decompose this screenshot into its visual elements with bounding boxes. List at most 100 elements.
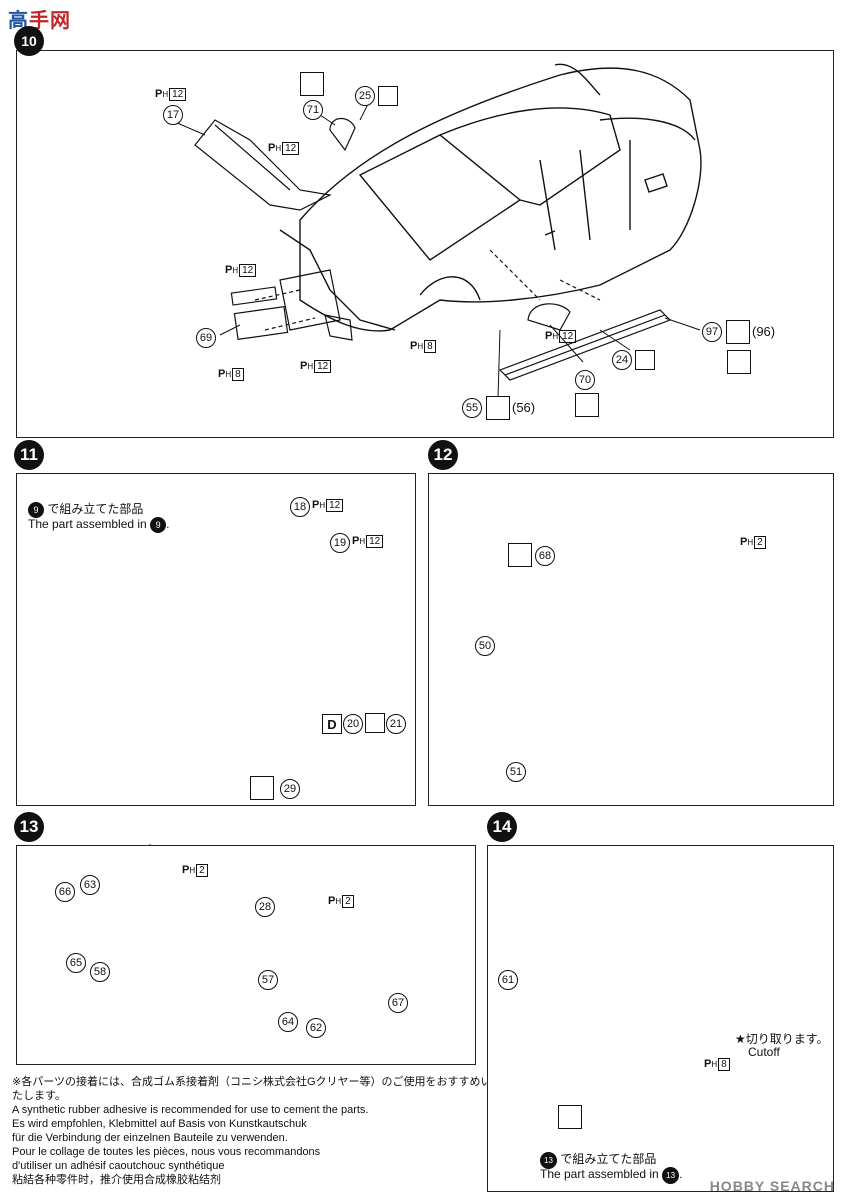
step-11-assembled-jp: で組み立てた部品 <box>47 502 144 516</box>
note-fr-2: d'utiliser un adhésif caoutchouc synthét… <box>12 1160 225 1172</box>
ph8-b-n: 8 <box>424 340 436 353</box>
cement-icon-a <box>726 320 750 344</box>
step-10-panel <box>16 50 834 438</box>
part-67: 67 <box>388 993 408 1013</box>
cement-icon-c <box>365 713 385 733</box>
ph12-a-h: H <box>162 90 169 99</box>
step-11-assembled-en: The part assembled in <box>28 517 147 531</box>
ph8-c-p: P <box>704 1058 712 1070</box>
step-14-panel <box>487 845 834 1192</box>
step-12-number: 12 <box>428 440 458 470</box>
glue-icon-c <box>727 350 751 374</box>
watermark-top: 高手网 <box>8 4 71 33</box>
part-20: 20 <box>343 714 363 734</box>
ph2-a-p: P <box>740 536 748 548</box>
ph12-e-p: P <box>545 330 553 342</box>
step-14-ref-13-circle-a: 13 <box>540 1152 557 1169</box>
glue-icon-a <box>300 72 324 96</box>
step-11-number: 11 <box>14 440 44 470</box>
step-10-number: 10 <box>14 26 44 56</box>
step-14-assembled-en: The part assembled in <box>540 1167 659 1181</box>
ph12-c-n: 12 <box>239 264 257 277</box>
ph2-b-h: H <box>189 866 196 875</box>
ph12-g-n: 12 <box>366 535 384 548</box>
ph8-a-n: 8 <box>232 368 244 381</box>
part-61: 61 <box>498 970 518 990</box>
paint-icon-d <box>558 1105 582 1129</box>
step-11-ref-9-circle-b: 9 <box>150 517 167 533</box>
step-14-assembled-jp: で組み立てた部品 <box>560 1152 657 1166</box>
step-12-panel <box>428 473 834 806</box>
part-29: 29 <box>280 779 300 799</box>
part-50: 50 <box>475 636 495 656</box>
step-10-parts <box>194 117 672 381</box>
cutoff-jp: ★切り取ります。 <box>735 1032 829 1046</box>
ph8-c-n: 8 <box>718 1058 730 1071</box>
ph12-d-h: H <box>307 362 314 371</box>
part-51: 51 <box>506 762 526 782</box>
glue-icon-d <box>508 543 532 567</box>
part-63: 63 <box>80 875 100 895</box>
step-11-ref-9-a: 9 で組み立てた部品 <box>28 500 143 518</box>
note-de-1: Es wird empfohlen, Klebmittel auf Basis … <box>12 1118 307 1130</box>
ph2-c-n: 2 <box>342 895 354 908</box>
ph12-b-h: H <box>275 144 282 153</box>
paint-icon-c <box>250 776 274 800</box>
part-69: 69 <box>196 328 216 348</box>
ph12-f-n: 12 <box>326 499 344 512</box>
note-de-2: für die Verbindung der einzelnen Bauteil… <box>12 1132 288 1144</box>
part-57: 57 <box>258 970 278 990</box>
ph12-f-h: H <box>319 501 326 510</box>
part-55: 55 <box>462 398 482 418</box>
step-14-ref-13-circle-b: 13 <box>662 1167 680 1184</box>
cement-icon-b <box>486 396 510 420</box>
part-28: 28 <box>255 897 275 917</box>
part-17: 17 <box>163 105 183 125</box>
note-zh: 粘結各种零件时，推介使用合成橡胶粘结剂 <box>12 1174 221 1186</box>
ph12-d-p: P <box>300 360 308 372</box>
ph12-g-p: P <box>352 535 360 547</box>
part-97: 97 <box>702 322 722 342</box>
ph2-c-h: H <box>335 897 342 906</box>
ph12-c-h: H <box>232 266 239 275</box>
step-10-car-body <box>279 63 702 332</box>
cutoff-en: Cutoff <box>748 1045 780 1059</box>
part-56: (56) <box>512 400 536 415</box>
part-71: 71 <box>303 100 323 120</box>
part-70: 70 <box>575 370 595 390</box>
ph12-c-p: P <box>225 264 233 276</box>
part-68: 68 <box>535 546 555 566</box>
paint-icon-a <box>378 86 398 106</box>
part-58: 58 <box>90 962 110 982</box>
part-19: 19 <box>330 533 350 553</box>
ph8-a-p: P <box>218 368 226 380</box>
ph2-a-n: 2 <box>754 536 766 549</box>
adhesive-note: ※各パーツの接着には、合成ゴム系接着剤（コニシ株式会社Gクリヤー等）のご使用をお… <box>12 1075 492 1187</box>
ph8-a-h: H <box>225 370 232 379</box>
paint-icon-b <box>635 350 655 370</box>
ph12-g-h: H <box>359 537 366 546</box>
ph12-b-n: 12 <box>282 142 300 155</box>
ph12-f-p: P <box>312 499 320 511</box>
ph12-a-p: P <box>155 88 163 100</box>
glue-icon-b <box>575 393 599 417</box>
ph2-b-p: P <box>182 864 190 876</box>
step-14-assembled-en-wrap: The part assembled in 13. <box>540 1167 682 1184</box>
step-14-ref-13-a: 13 で組み立てた部品 <box>540 1150 656 1169</box>
note-fr-1: Pour le collage de toutes les pièces, no… <box>12 1146 321 1158</box>
part-96: (96) <box>752 324 776 339</box>
ph12-e-h: H <box>552 332 559 341</box>
ph8-b-p: P <box>410 340 418 352</box>
